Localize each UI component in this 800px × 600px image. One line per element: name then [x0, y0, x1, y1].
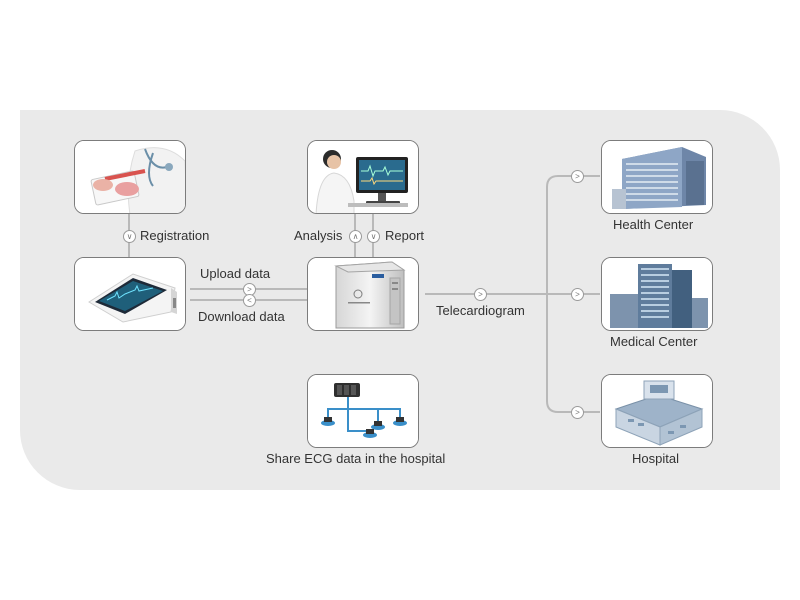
- health-center-card: [601, 140, 713, 214]
- registration-card: [74, 140, 186, 214]
- analysis-label: Analysis: [294, 228, 343, 243]
- report-label: Report: [385, 228, 425, 243]
- upload-data-label: Upload data: [200, 266, 271, 281]
- branch-connector: [546, 175, 600, 413]
- ecg-server-card: [307, 257, 419, 331]
- hospital-card: [601, 374, 713, 448]
- hospital-building-icon: [602, 375, 712, 447]
- health-center-arrow-icon: >: [571, 170, 584, 183]
- analysis-arrow-icon: ∧: [349, 230, 362, 243]
- download-arrow-icon: <: [243, 294, 256, 307]
- telecardiogram-arrow-icon: >: [474, 288, 487, 301]
- medical-center-label: Medical Center: [610, 334, 698, 349]
- hospital-label: Hospital: [632, 451, 679, 466]
- medical-center-card: [601, 257, 713, 331]
- doctor-writing-clipboard-icon: [75, 141, 185, 213]
- hospital-network-card: [307, 374, 419, 448]
- share-ecg-label: Share ECG data in the hospital: [266, 451, 446, 466]
- analysis-card: [307, 140, 419, 214]
- report-arrow-icon: ∨: [367, 230, 380, 243]
- ecg-server-icon: [308, 258, 418, 330]
- ecg-device-card: [74, 257, 186, 331]
- doctor-at-workstation-icon: [308, 141, 418, 213]
- download-data-label: Download data: [198, 309, 285, 324]
- registration-arrow-icon: ∨: [123, 230, 136, 243]
- registration-label: Registration: [140, 228, 210, 243]
- medical-center-arrow-icon: >: [571, 288, 584, 301]
- telecardiogram-label: Telecardiogram: [436, 303, 525, 318]
- hospital-arrow-icon: >: [571, 406, 584, 419]
- high-rise-building-icon: [602, 258, 712, 330]
- ecg-tablet-device-icon: [75, 258, 185, 330]
- health-center-label: Health Center: [613, 217, 694, 232]
- hospital-network-icon: [308, 375, 418, 447]
- office-building-icon: [602, 141, 712, 213]
